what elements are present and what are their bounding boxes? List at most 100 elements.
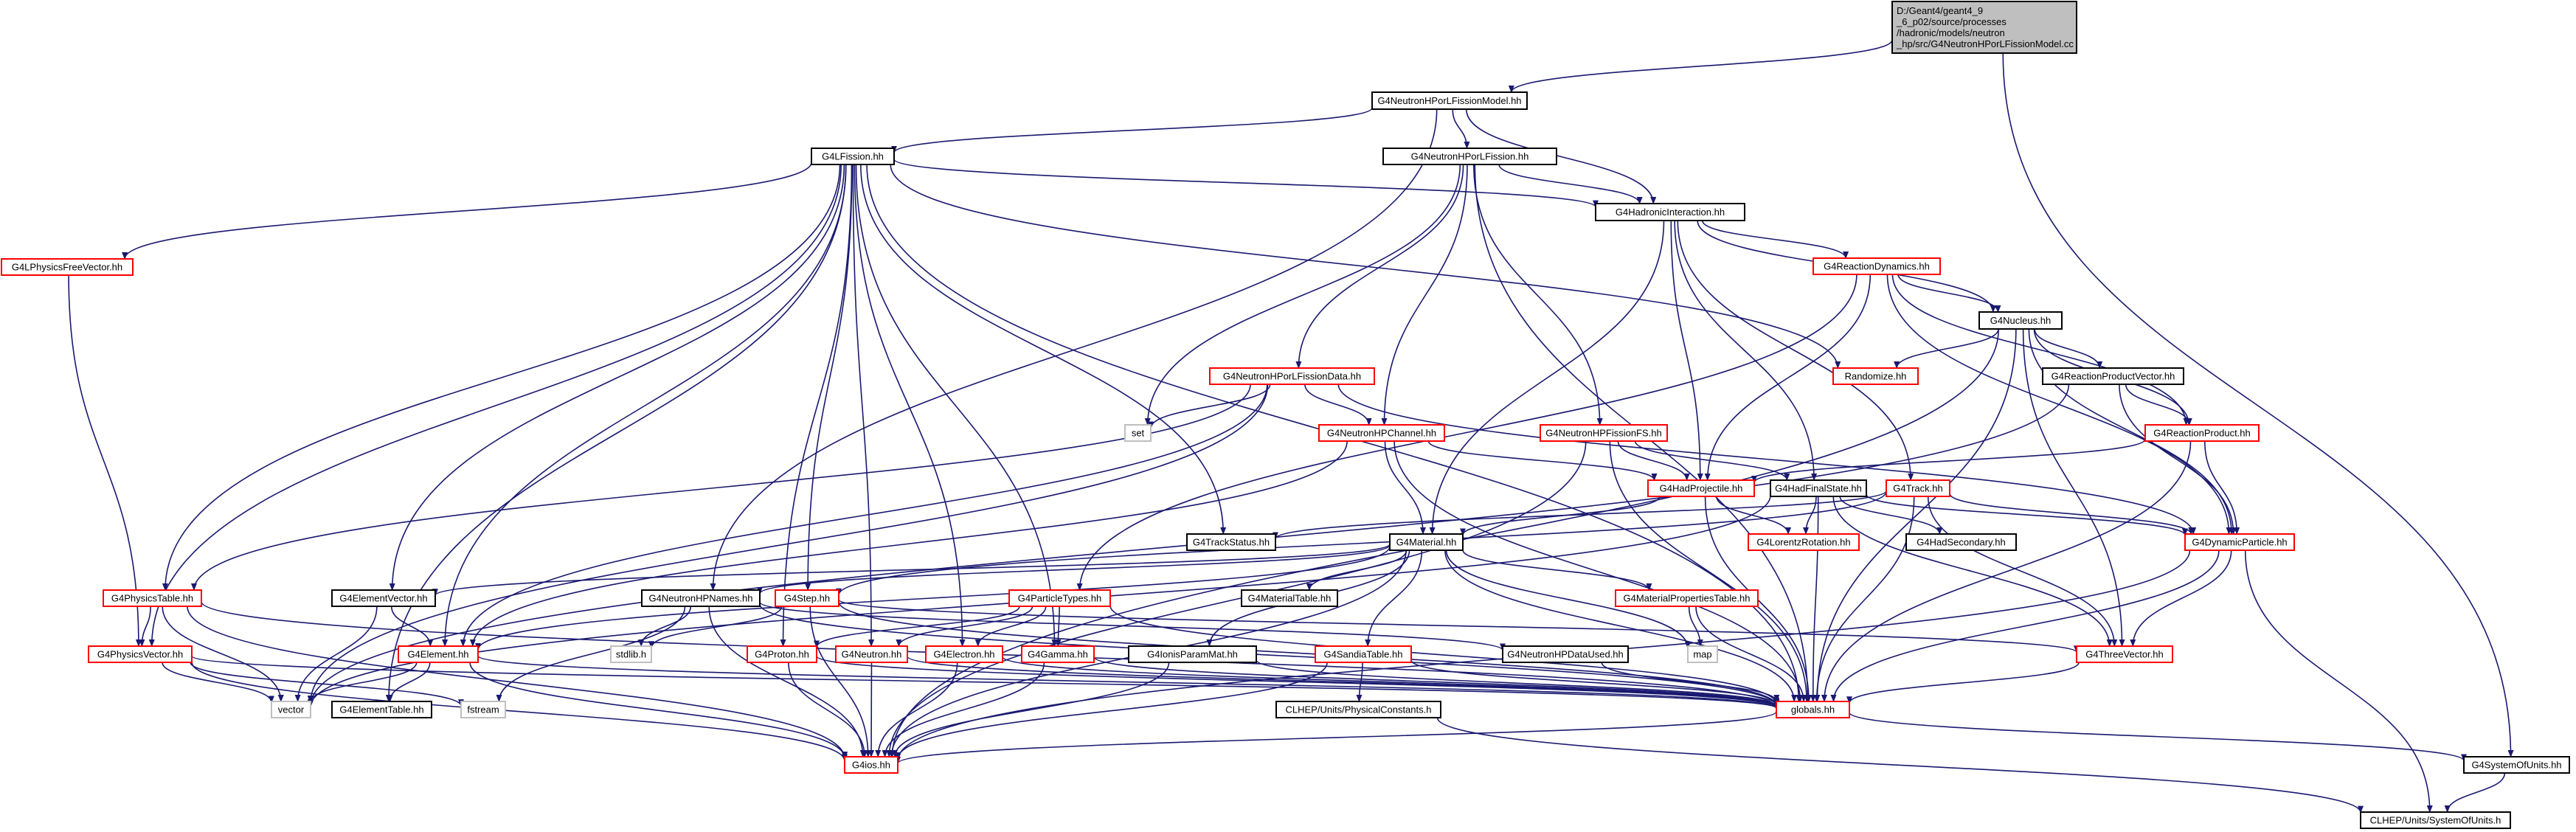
node-label-map: map [1693,649,1711,660]
node-channel[interactable]: G4NeutronHPChannel.hh [1318,424,1445,442]
edge-nucleus-to-globals [1814,328,2017,702]
edge-physconst-to-clhepunits [1436,717,2364,814]
edge-channel-to-material [1384,440,1426,535]
edge-model-to-nhplfission [1452,108,1470,149]
edge-element-to-ios [469,662,848,759]
node-box-reacdyn [1812,257,1941,275]
node-label-electron: G4Electron.hh [933,649,994,660]
node-hadfs[interactable]: G4HadFinalState.hh [1770,479,1867,497]
node-gamma[interactable]: G4Gamma.hh [1021,645,1095,663]
node-label-sandia: G4SandiaTable.hh [1324,649,1403,660]
node-box-lfission [811,148,895,165]
node-mattable[interactable]: G4MaterialTable.hh [1241,589,1338,607]
node-elvec[interactable]: G4ElementVector.hh [331,589,436,607]
node-model[interactable]: G4NeutronHPorLFissionModel.hh [1371,91,1528,110]
node-box-step [775,589,839,607]
edge-lfission-to-neutron [852,164,875,647]
node-rpv[interactable]: G4ReactionProductVector.hh [2042,367,2184,385]
node-trackstatus[interactable]: G4TrackStatus.hh [1186,533,1276,551]
node-root[interactable]: D:/Geant4/geant4_9_6_p02/source/processe… [1891,1,2077,54]
edge-lfission-to-phystable [162,164,841,591]
node-electron[interactable]: G4Electron.hh [925,645,1003,663]
edge-reacdyn-to-hadproj [1704,274,1872,481]
node-physconst[interactable]: CLHEP/Units/PhysicalConstants.h [1275,701,1441,718]
edge-ionis-to-ios [891,662,1170,758]
node-material[interactable]: G4Material.hh [1389,533,1464,551]
node-box-hadfs [1770,479,1867,497]
node-neutron[interactable]: G4Neutron.hh [835,645,908,663]
node-box-track [1886,479,1950,497]
node-lfission[interactable]: G4LFission.hh [811,148,895,165]
node-phystable[interactable]: G4PhysicsTable.hh [103,589,202,607]
node-ios[interactable]: G4ios.hh [844,756,899,774]
node-globals[interactable]: globals.hh [1776,701,1850,718]
node-label-lpfv: G4LPhysicsFreeVector.hh [12,262,122,273]
edge-phystable-to-physvec [139,606,151,647]
node-matprop[interactable]: G4MaterialPropertiesTable.hh [1615,589,1759,607]
node-label-model: G4NeutronHPorLFissionModel.hh [1377,95,1521,106]
node-label-root: /hadronic/models/neutron [1897,27,2005,38]
node-label-fissdata: G4NeutronHPorLFissionData.hh [1223,371,1361,382]
edge-fissdata-to-set [1148,384,1271,429]
edge-electron-to-ios [875,662,958,758]
edge-physvec-to-ios [191,662,848,762]
node-label-ios: G4ios.hh [852,760,890,771]
edge-lfission-to-element [442,164,847,647]
node-hadproj[interactable]: G4HadProjectile.hh [1647,479,1755,497]
node-fstream[interactable]: fstream [460,701,506,718]
node-box-lpfv [1,258,134,276]
node-label-set: set [1132,428,1145,439]
node-dataused[interactable]: G4NeutronHPDataUsed.hh [1502,645,1629,663]
edge-hadfs-to-lorentz [1803,496,1817,535]
node-lorentz[interactable]: G4LorentzRotation.hh [1748,533,1860,551]
node-nhplfission[interactable]: G4NeutronHPorLFission.hh [1382,148,1557,165]
node-dynpart[interactable]: G4DynamicParticle.hh [2184,533,2295,551]
node-track[interactable]: G4Track.hh [1886,479,1950,497]
node-sysunits[interactable]: G4SystemOfUnits.hh [2463,756,2570,774]
node-proton[interactable]: G4Proton.hh [747,645,817,663]
node-element[interactable]: G4Element.hh [398,645,479,663]
node-label-trackstatus: G4TrackStatus.hh [1193,537,1270,548]
edge-rp-to-hadproj [1751,439,2146,484]
node-eltable[interactable]: G4ElementTable.hh [331,701,432,718]
node-box-dynpart [2184,533,2295,551]
edge-track-to-threevec [1927,496,2118,647]
edge-lfission-to-proton [780,164,853,647]
edge-fissdata-to-vector [308,384,1269,704]
edge-names-to-stdlib [638,606,692,647]
node-stdlib[interactable]: stdlib.h [610,645,652,663]
node-nucleus[interactable]: G4Nucleus.hh [1978,311,2063,330]
node-fissfs[interactable]: G4NeutronHPFissionFS.hh [1540,424,1668,442]
node-hadsec[interactable]: G4HadSecondary.hh [1905,533,2017,551]
node-set[interactable]: set [1124,424,1152,442]
node-reacdyn[interactable]: G4ReactionDynamics.hh [1812,257,1941,275]
node-map[interactable]: map [1687,645,1718,663]
node-clhepunits[interactable]: CLHEP/Units/SystemOfUnits.h [2360,811,2511,829]
edge-channel-to-globals [1393,440,1804,702]
node-label-gamma: G4Gamma.hh [1028,649,1088,660]
node-threevec[interactable]: G4ThreeVector.hh [2076,645,2173,663]
node-vector[interactable]: vector [271,701,311,718]
node-rp[interactable]: G4ReactionProduct.hh [2144,424,2260,442]
edge-physvec-to-vector [162,662,274,704]
node-names[interactable]: G4NeutronHPNames.hh [641,589,761,607]
edge-root-to-model [1508,39,1893,93]
node-ionis[interactable]: G4IonisParamMat.hh [1128,645,1257,663]
node-physvec[interactable]: G4PhysicsVector.hh [88,645,193,663]
node-label-nhplfission: G4NeutronHPorLFission.hh [1411,151,1529,162]
edge-parttypes-to-neutron [896,606,1033,647]
node-hadint[interactable]: G4HadronicInteraction.hh [1595,203,1745,221]
node-random[interactable]: Randomize.hh [1832,367,1919,385]
edge-dynpart-to-threevec [2130,550,2232,647]
edge-fissfs-to-globals [1609,440,1810,702]
node-step[interactable]: G4Step.hh [775,589,839,607]
edge-hadint-to-hadproj [1670,220,1703,481]
node-parttypes[interactable]: G4ParticleTypes.hh [1008,589,1111,607]
node-sandia[interactable]: G4SandiaTable.hh [1315,645,1412,663]
node-lpfv[interactable]: G4LPhysicsFreeVector.hh [1,258,134,276]
edge-model-to-hadint [1465,108,1657,204]
node-box-phystable [103,589,202,607]
node-fissdata[interactable]: G4NeutronHPorLFissionData.hh [1209,367,1375,385]
edge-gamma-to-ios [882,662,1045,758]
